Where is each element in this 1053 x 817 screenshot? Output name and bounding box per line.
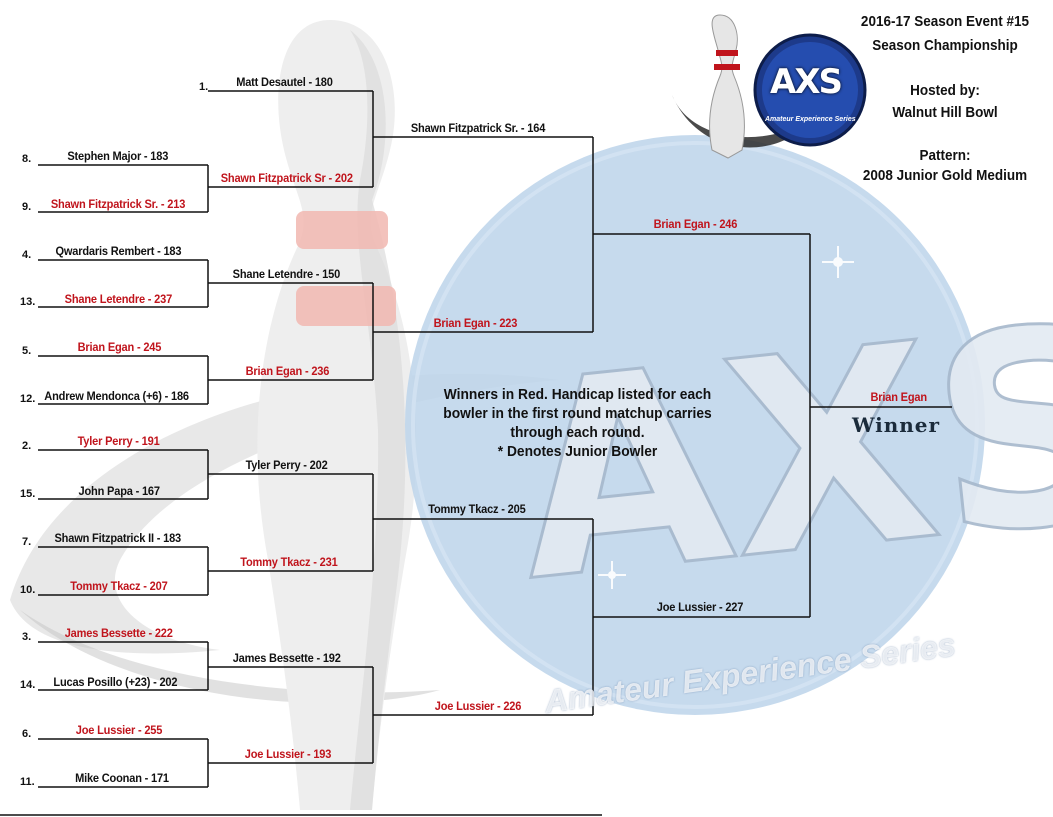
event-subtitle: Season Championship: [872, 37, 1018, 54]
bracket-entry: Tyler Perry - 191: [77, 434, 160, 448]
note-line: * Denotes Junior Bowler: [497, 443, 658, 460]
bracket-entry: Brian Egan - 223: [433, 316, 518, 330]
bracket-entry: Mike Coonan - 171: [75, 771, 169, 785]
seed-number: 12.: [20, 393, 36, 405]
bracket-entry: Shawn Fitzpatrick Sr - 202: [220, 171, 353, 185]
bracket-entry: Matt Desautel - 180: [236, 75, 333, 89]
axs-logo: [672, 14, 867, 159]
bracket-entry: James Bessette - 222: [64, 626, 173, 640]
logo-letters: AXS: [770, 62, 843, 102]
bracket-entry: Joe Lussier - 227: [656, 600, 744, 614]
bracket-entry: Tommy Tkacz - 231: [240, 555, 338, 569]
bracket-entry: John Papa - 167: [78, 484, 160, 498]
bracket-entry: Tyler Perry - 202: [245, 458, 328, 472]
seed-number: 4.: [22, 249, 32, 261]
note-line: Winners in Red. Handicap listed for each: [443, 386, 712, 403]
bracket-entry: Tommy Tkacz - 205: [428, 502, 526, 516]
bracket-entry: Joe Lussier - 193: [244, 747, 332, 761]
sparkle-2: [598, 561, 626, 589]
pin-stripe-lower: [296, 286, 396, 326]
seed-number: 3.: [22, 631, 32, 643]
bracket-entry: Stephen Major - 183: [67, 149, 169, 163]
bracket-entry: Brian Egan - 246: [653, 217, 738, 231]
logo-tagline: Amateur Experience Series: [765, 116, 856, 123]
winner-label: Winner: [852, 413, 941, 437]
bracket-entry: Joe Lussier - 226: [434, 699, 522, 713]
bracket-entry: Brian Egan - 245: [77, 340, 162, 354]
champion-name: Brian Egan: [870, 390, 927, 404]
bracket-entry: Brian Egan - 236: [245, 364, 330, 378]
event-title: 2016-17 Season Event #15: [860, 13, 1030, 30]
note-line: through each round.: [510, 424, 645, 441]
seed-number: 6.: [22, 728, 32, 740]
seed-number: 7.: [22, 536, 32, 548]
bracket-lines: [0, 90, 952, 816]
bracket-entry: Shawn Fitzpatrick II - 183: [54, 531, 182, 545]
sparkle-1: [822, 246, 854, 278]
watermark-circle-ring: [411, 141, 979, 709]
seed-number: 14.: [20, 679, 36, 691]
bracket-entry: Andrew Mendonca (+6) - 186: [44, 389, 189, 403]
watermark-circle: [405, 135, 985, 715]
hosted-label: Hosted by:: [910, 82, 980, 99]
bracket-entry: Shane Letendre - 150: [232, 267, 341, 281]
seed-number: 13.: [20, 296, 36, 308]
bracket-entry: Lucas Posillo (+23) - 202: [53, 675, 178, 689]
seed-number: 2.: [22, 440, 32, 452]
bracket-entry: Shawn Fitzpatrick Sr. - 164: [410, 121, 546, 135]
bracket-entry: Shane Letendre - 237: [64, 292, 173, 306]
bracket-entry: Shawn Fitzpatrick Sr. - 213: [50, 197, 186, 211]
seed-number: 9.: [22, 201, 32, 213]
note-line: bowler in the first round matchup carrie…: [443, 405, 712, 422]
swoosh-shadow: [20, 610, 440, 704]
pattern-label: Pattern:: [919, 147, 971, 164]
seed-number: 15.: [20, 488, 36, 500]
bracket-entry: Joe Lussier - 255: [75, 723, 163, 737]
pattern-name: 2008 Junior Gold Medium: [862, 167, 1028, 184]
seed-number: 8.: [22, 153, 32, 165]
seed-number: 5.: [22, 345, 32, 357]
host-name: Walnut Hill Bowl: [892, 104, 998, 121]
bracket-entry: Qwardaris Rembert - 183: [55, 244, 182, 258]
seed-number: 10.: [20, 584, 36, 596]
bracket-entry: Tommy Tkacz - 207: [70, 579, 168, 593]
seed-number: 11.: [20, 776, 35, 788]
pin-stripe-upper: [296, 211, 388, 249]
bracket-entry: James Bessette - 192: [232, 651, 341, 665]
bracket-notes: Winners in Red. Handicap listed for each…: [423, 385, 731, 461]
seed-number: 1.: [199, 81, 209, 93]
